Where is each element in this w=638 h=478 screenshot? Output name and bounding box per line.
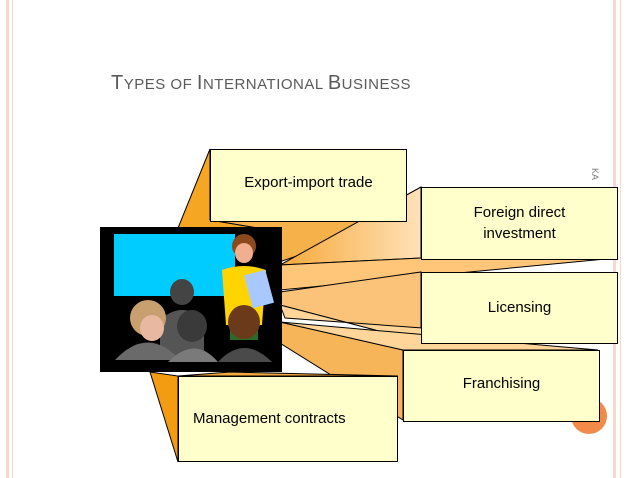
label-export-import-trade: Export-import trade <box>244 174 373 192</box>
slide-title: TYPES OF INTERNATIONAL BUSINESS <box>111 72 411 95</box>
title-cap-3: B <box>327 72 342 94</box>
label-licensing: Licensing <box>487 298 552 316</box>
title-cap-2: I <box>196 72 203 94</box>
left-stripe <box>6 0 9 478</box>
beam-management <box>149 371 179 463</box>
presentation-icon <box>100 227 282 372</box>
box-management-contracts: Management contracts <box>178 376 398 462</box>
label-management-contracts: Management contracts <box>193 409 346 427</box>
title-cap-1: T <box>111 72 124 94</box>
box-foreign-direct-investment: Foreign direct investment <box>421 187 618 260</box>
label-franchising: Franchising <box>462 374 541 392</box>
title-rest-3: USINESS <box>341 76 412 93</box>
title-rest-1: YPES OF <box>123 76 197 93</box>
box-licensing: Licensing <box>421 272 618 344</box>
label-foreign-direct-investment: Foreign direct investment <box>473 204 566 242</box>
box-export-import-trade: Export-import trade <box>210 149 407 222</box>
box-franchising: Franchising <box>403 350 600 422</box>
title-rest-2: NTERNATIONAL <box>202 76 328 93</box>
right-stripe-thin <box>620 0 621 478</box>
left-stripe-thin <box>12 0 13 478</box>
side-text: KA <box>590 168 600 181</box>
